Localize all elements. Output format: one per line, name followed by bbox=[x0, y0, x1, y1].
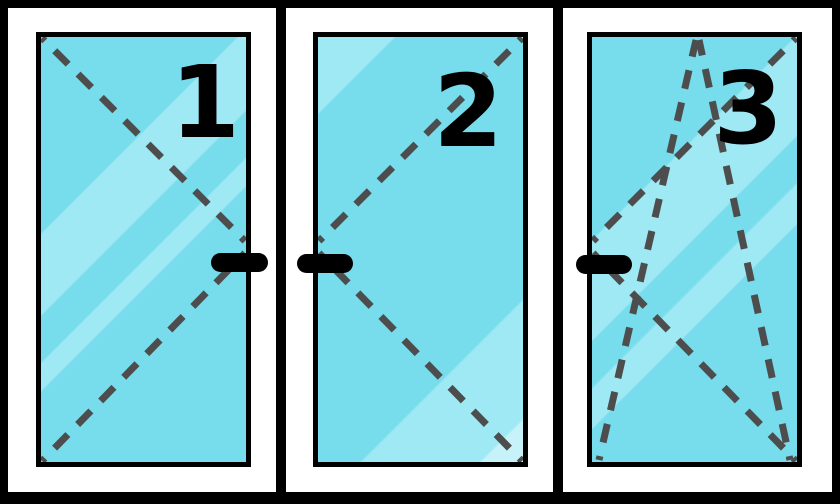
window-handle-3 bbox=[576, 255, 632, 274]
mullion-divider-2 bbox=[553, 8, 563, 492]
window-sash-3: 3 bbox=[587, 32, 802, 467]
glass-pane-3 bbox=[592, 37, 797, 462]
sash-number-label: 3 bbox=[713, 50, 783, 167]
turn-line-lower bbox=[592, 250, 797, 462]
window-sash-2: 2 bbox=[313, 32, 528, 467]
sash-number-label: 1 bbox=[170, 44, 240, 161]
mullion-divider-1 bbox=[276, 8, 286, 492]
turn-line-lower bbox=[41, 250, 246, 462]
glass-pane-1 bbox=[41, 37, 246, 462]
window-handle-2 bbox=[297, 254, 353, 273]
turn-line-lower bbox=[318, 250, 523, 462]
tilt-line-right bbox=[695, 39, 794, 461]
opening-direction-lines-3 bbox=[592, 37, 797, 462]
window-handle-1 bbox=[211, 253, 268, 272]
tilt-line-left bbox=[595, 39, 700, 461]
glass-pane-2 bbox=[318, 37, 523, 462]
window-sash-1: 1 bbox=[36, 32, 251, 467]
sash-number-label: 2 bbox=[433, 53, 503, 170]
